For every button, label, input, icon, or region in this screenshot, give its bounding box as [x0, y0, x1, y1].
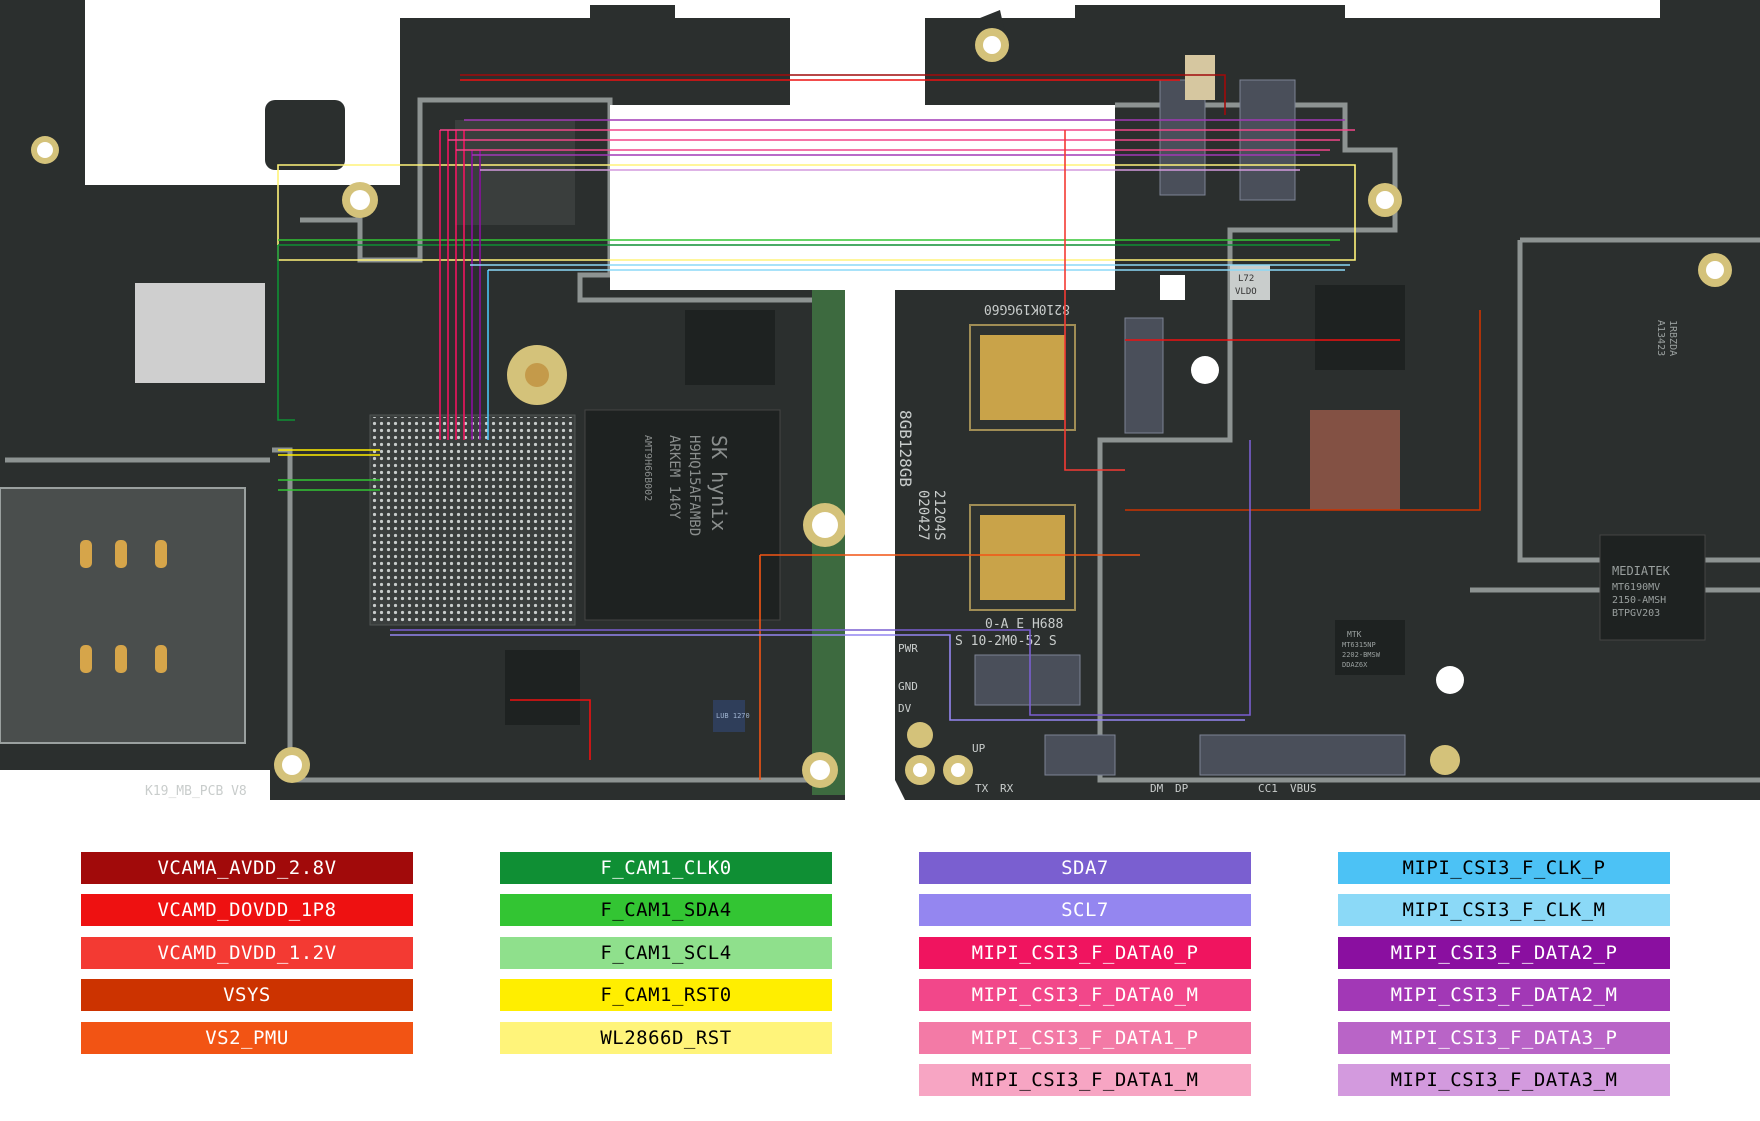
flip-text-bottom-2: 0-A E H688: [985, 617, 1063, 632]
side-chip-line-2: A13423: [1655, 320, 1666, 356]
pad-dp: DP: [1175, 782, 1189, 795]
pad-vbus: VBUS: [1290, 782, 1317, 795]
legend-item-vcamd-dvdd-1-2v: VCAMD_DVDD_1.2V: [81, 936, 413, 969]
legend-item-vcamd-dovdd-1p8: VCAMD_DOVDD_1P8: [81, 894, 413, 927]
legend-item-vs2-pmu: VS2_PMU: [81, 1021, 413, 1054]
storage-text: 8GB128GB: [896, 410, 915, 487]
date-code-1: 21204S: [931, 490, 947, 541]
sim-connector: [0, 487, 246, 744]
pad-pwr: PWR: [898, 642, 918, 655]
mtk-chip: [1335, 620, 1405, 675]
side-chip-line-1: 1RBZDA: [1667, 320, 1678, 356]
mtk-chip-line-4: DDAZ6X: [1342, 661, 1368, 669]
legend-item-scl7: SCL7: [919, 894, 1251, 927]
lub-chip: [713, 700, 745, 732]
pad-dv: DV: [898, 702, 912, 715]
legend-item-sda7: SDA7: [919, 852, 1251, 884]
legend-item-mipi-csi3-f-clk-m: MIPI_CSI3_F_CLK_M: [1338, 894, 1670, 927]
memory-chip: [584, 409, 781, 621]
mediatek-chip-line-1: MEDIATEK: [1612, 564, 1671, 578]
legend-item-mipi-csi3-f-data3-m: MIPI_CSI3_F_DATA3_M: [1338, 1064, 1670, 1096]
legend-item-vsys: VSYS: [81, 979, 413, 1012]
pad-up: UP: [972, 742, 986, 755]
mediatek-chip-line-3: 2150-AMSH: [1612, 595, 1666, 606]
mtk-chip-line-3: 2202-BMSW: [1342, 651, 1381, 659]
cpu-ball-grid: [372, 417, 572, 622]
memory-chip-line-1: SK hynix: [707, 435, 731, 531]
legend-item-mipi-csi3-f-data1-m: MIPI_CSI3_F_DATA1_M: [919, 1064, 1251, 1096]
mtk-chip-line-2: MT6315NP: [1342, 641, 1376, 649]
flip-text-bottom-1: S 10-2M0-52 S: [955, 634, 1057, 649]
legend-item-mipi-csi3-f-data3-p: MIPI_CSI3_F_DATA3_P: [1338, 1021, 1670, 1054]
pcb-diagram: SK hynix H9HQ15AFAMBD ARKEM 146Y AMT9H66…: [0, 0, 1760, 800]
pad-rx: RX: [1000, 782, 1014, 795]
legend-item-f-cam1-clk0: F_CAM1_CLK0: [500, 852, 832, 884]
legend-item-f-cam1-sda4: F_CAM1_SDA4: [500, 894, 832, 927]
legend-item-vcama-avdd-2-8v: VCAMA_AVDD_2.8V: [81, 852, 413, 884]
legend-item-mipi-csi3-f-data1-p: MIPI_CSI3_F_DATA1_P: [919, 1021, 1251, 1054]
legend-item-mipi-csi3-f-data2-p: MIPI_CSI3_F_DATA2_P: [1338, 936, 1670, 969]
legend-item-wl2866d-rst: WL2866D_RST: [500, 1021, 832, 1054]
signal-traces: [277, 74, 1481, 780]
date-code-2: 020427: [915, 490, 931, 541]
mediatek-chip-line-4: BTPGV203: [1612, 608, 1660, 619]
pcb-label: K19_MB_PCB V8: [145, 784, 247, 799]
legend-item-mipi-csi3-f-data2-m: MIPI_CSI3_F_DATA2_M: [1338, 979, 1670, 1012]
pad-cc1: CC1: [1258, 782, 1278, 795]
legend-item-mipi-csi3-f-data0-m: MIPI_CSI3_F_DATA0_M: [919, 979, 1251, 1012]
memory-chip-line-2: H9HQ15AFAMBD: [686, 435, 702, 536]
pad-tx: TX: [975, 782, 989, 795]
legend-item-f-cam1-rst0: F_CAM1_RST0: [500, 979, 832, 1012]
memory-chip-line-4: AMT9H66B002: [642, 435, 653, 501]
pad-gnd: GND: [898, 680, 918, 693]
lub-chip-label: LUB 1270: [716, 712, 750, 720]
cap-label-2: VLDO: [1235, 287, 1257, 297]
mtk-chip-line-1: MTK: [1347, 630, 1362, 639]
mediatek-chip: [1599, 534, 1706, 641]
mediatek-chip-line-2: MT6190MV: [1612, 582, 1660, 593]
pad-dm: DM: [1150, 782, 1164, 795]
legend-item-mipi-csi3-f-clk-p: MIPI_CSI3_F_CLK_P: [1338, 852, 1670, 884]
legend-item-mipi-csi3-f-data0-p: MIPI_CSI3_F_DATA0_P: [919, 936, 1251, 969]
cap-label-1: L72: [1238, 274, 1254, 284]
legend-item-f-cam1-scl4: F_CAM1_SCL4: [500, 936, 832, 969]
memory-chip-line-3: ARKEM 146Y: [666, 435, 682, 520]
flip-text-top: 8210K19GG60: [984, 301, 1070, 316]
